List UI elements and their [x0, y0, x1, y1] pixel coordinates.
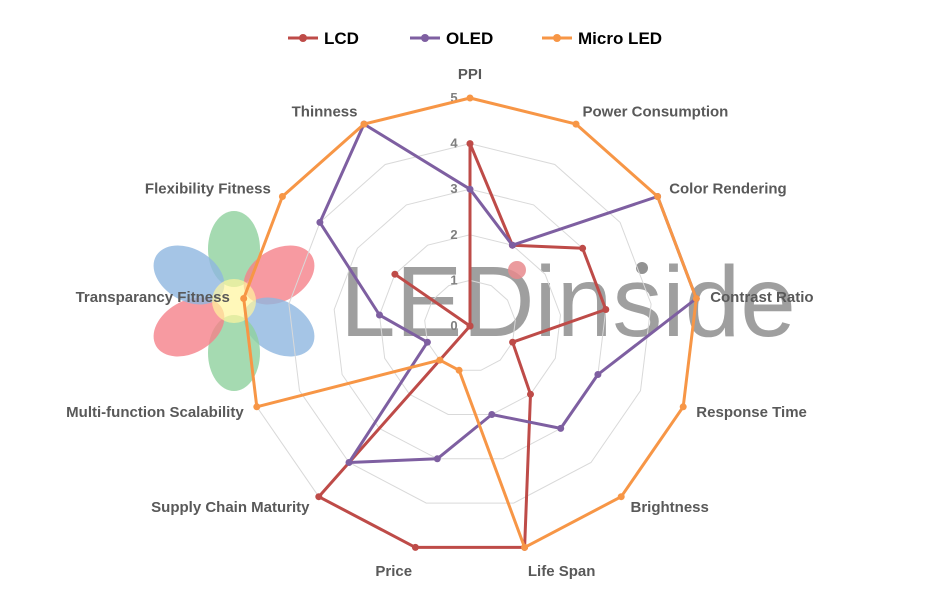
- category-label: Color Rendering: [669, 181, 787, 198]
- data-point: [466, 94, 474, 102]
- data-point: [316, 218, 324, 226]
- legend-item: LCD: [288, 29, 359, 48]
- radial-tick-label: 5: [450, 90, 457, 105]
- data-point: [391, 270, 399, 278]
- data-point: [557, 424, 565, 432]
- data-point: [527, 390, 534, 398]
- legend-label: Micro LED: [578, 29, 662, 48]
- data-point: [617, 493, 625, 501]
- data-point: [315, 493, 323, 501]
- legend: LCD OLED Micro LED: [288, 29, 662, 48]
- series-2: [240, 94, 700, 551]
- category-label: Brightness: [631, 499, 709, 516]
- watermark-logo-icon: [153, 211, 315, 391]
- series: [240, 94, 700, 551]
- data-point: [345, 459, 353, 466]
- data-point: [455, 366, 463, 374]
- watermark-text: LEDinside: [340, 246, 796, 358]
- data-point: [423, 338, 431, 346]
- data-point: [240, 295, 248, 302]
- data-point: [360, 120, 368, 128]
- legend-label: OLED: [446, 29, 493, 48]
- radial-tick-label: 4: [450, 136, 458, 151]
- data-point: [594, 371, 602, 378]
- data-point: [508, 241, 516, 249]
- radial-tick-labels: 0 1 2 3 4 5: [450, 90, 458, 333]
- grid-ring-1: [424, 279, 516, 371]
- data-point: [253, 403, 261, 411]
- grid-ring-2: [378, 234, 562, 415]
- data-point: [572, 120, 580, 128]
- legend-item: OLED: [410, 29, 493, 48]
- category-label: PPI: [458, 66, 482, 83]
- legend-marker-icon: [553, 34, 561, 42]
- category-label: Multi-function Scalability: [66, 404, 244, 421]
- data-point: [521, 543, 529, 551]
- data-point: [436, 356, 444, 364]
- data-point: [466, 185, 474, 193]
- series-line: [242, 96, 698, 549]
- legend-item: Micro LED: [542, 29, 662, 48]
- radial-tick-label: 2: [450, 227, 457, 242]
- legend-marker-icon: [299, 34, 307, 42]
- data-point: [278, 193, 286, 200]
- grid-ring-4: [288, 143, 652, 504]
- data-point: [654, 193, 662, 200]
- radial-tick-label: 1: [450, 272, 457, 287]
- data-point: [376, 311, 383, 319]
- category-label: Transparancy Fitness: [76, 289, 230, 306]
- data-point: [466, 140, 474, 148]
- data-point: [602, 306, 610, 313]
- category-label: Power Consumption: [583, 104, 729, 121]
- data-point: [433, 455, 441, 463]
- data-point: [411, 543, 419, 551]
- watermark-dot-icon: [508, 261, 526, 279]
- data-point: [679, 403, 687, 411]
- legend-marker-icon: [421, 34, 429, 42]
- data-point: [692, 295, 700, 302]
- category-label: Flexibility Fitness: [145, 181, 271, 198]
- watermark: LEDinside: [153, 211, 796, 391]
- data-point: [488, 411, 496, 418]
- data-point: [509, 338, 517, 346]
- radial-tick-label: 3: [450, 181, 457, 196]
- legend-label: LCD: [324, 29, 359, 48]
- data-point: [466, 322, 474, 330]
- category-label: Life Span: [528, 563, 596, 580]
- category-label: Thinness: [292, 104, 358, 121]
- radial-tick-label: 0: [450, 318, 457, 333]
- category-label: Supply Chain Maturity: [151, 499, 310, 516]
- category-label: Price: [375, 563, 412, 580]
- category-label: Response Time: [696, 404, 807, 421]
- data-point: [579, 244, 587, 252]
- category-label: Contrast Ratio: [710, 289, 813, 306]
